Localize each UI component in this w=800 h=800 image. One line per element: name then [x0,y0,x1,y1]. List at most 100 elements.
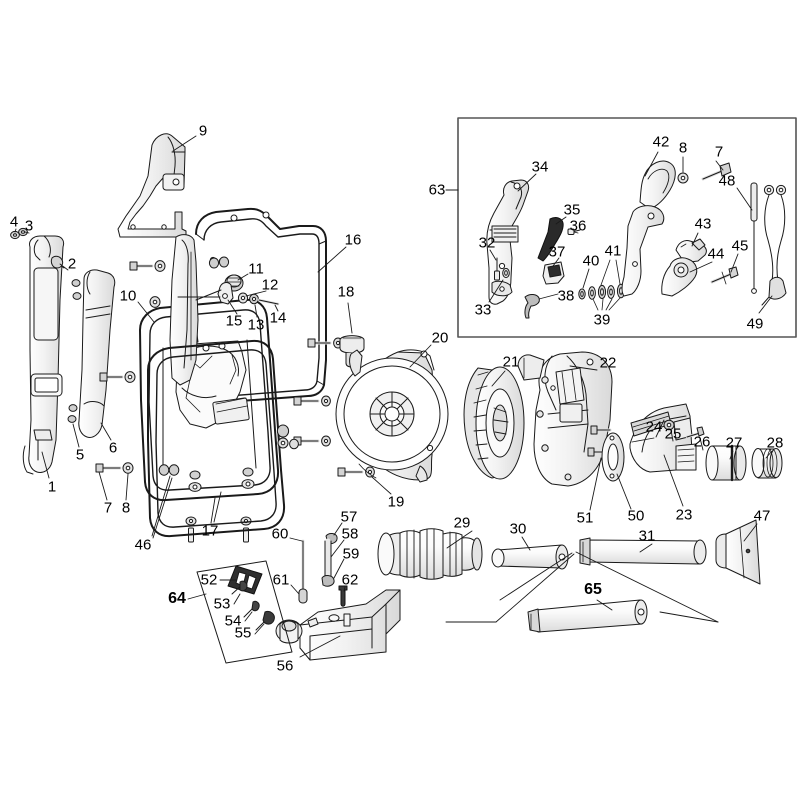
callout-15: 15 [225,312,243,330]
callout-27: 27 [725,434,743,452]
callout-59: 59 [342,545,360,563]
callout-4: 4 [9,213,19,231]
part-59-clamp-lower [321,575,335,587]
part-25-nut [663,419,675,431]
part-20-fan-housing [335,349,449,483]
part-15-clamp [177,282,234,305]
part-55-clip [255,611,275,631]
callout-16: 16 [344,231,362,249]
callout-10: 10 [119,287,137,305]
callout-33: 33 [474,301,492,319]
callout-65: 65 [584,581,602,598]
frame-fasteners-left [99,256,255,543]
part-21-impeller [463,366,525,480]
callout-37: 37 [548,243,566,261]
callout-13: 13 [247,316,265,334]
callout-31: 31 [638,527,656,545]
callout-5: 5 [75,446,85,464]
part-38-spring-clip [524,294,540,319]
part-8-washer-left [122,462,134,474]
callout-38: 38 [557,287,575,305]
part-40-washer [578,288,586,300]
callout-62: 62 [341,571,359,589]
part-5-screws [67,279,82,423]
part-36-pin [567,228,581,235]
callout-40: 40 [582,252,600,270]
callout-11: 11 [248,260,264,278]
callout-28: 28 [766,434,784,452]
mid-fasteners [276,337,375,478]
part-1-harness [22,235,65,475]
callout-29: 29 [453,514,471,532]
callout-46: 46 [134,536,152,554]
part-56-fuel-tank [275,589,401,661]
callout-63: 63 [428,181,446,199]
callout-36: 36 [569,217,587,235]
callout-49: 49 [746,315,764,333]
callout-14: 14 [269,309,287,327]
part-28-retainer-ring [751,448,783,479]
callout-61: 61 [272,571,290,589]
callout-2: 2 [67,255,77,273]
callout-57: 57 [340,508,358,526]
callout-47: 47 [753,507,771,525]
part-44-trigger-lever [661,257,698,297]
part-26-screw [685,426,705,439]
callout-7-boxed: 7 [714,143,724,161]
part-62-fuel-filter [338,585,348,607]
callout-44: 44 [707,245,725,263]
part-47-nozzle [715,519,761,585]
callout-41: 41 [604,242,622,260]
callout-32: 32 [478,234,496,252]
part-10-frame-uprights [169,234,199,386]
part-45-screw [710,266,739,285]
part-29-flexible-hose [377,528,483,580]
callout-23: 23 [675,506,693,524]
callout-55: 55 [234,624,252,642]
part-58-fuel-line [324,538,332,583]
callout-20: 20 [431,329,449,347]
part-13-nut [249,293,259,305]
part-61-fitting [298,588,308,604]
callout-3: 3 [24,217,34,235]
callout-19: 19 [387,493,405,511]
part-32-screw [494,257,500,281]
part-14-bolt [257,298,280,306]
callout-8-boxed: 8 [678,139,688,157]
callout-60: 60 [271,525,289,543]
part-31-blower-tube-long [579,537,707,566]
part-4-washer [10,230,20,240]
callout-64: 64 [168,590,186,607]
part-49-cable-end [761,184,787,306]
callout-52: 52 [200,571,218,589]
callout-8: 8 [121,499,131,517]
callout-53: 53 [213,595,231,613]
part-24-clamp [630,411,672,437]
part-7-bolt-left [95,463,122,473]
part-33-spacer [502,267,510,279]
part-9-upper-bracket [117,133,187,238]
part-48-cable-assembly [750,182,758,294]
callout-21: 21 [502,353,520,371]
part-7-bolt-boxed [701,162,732,181]
callout-48: 48 [718,172,736,190]
part-37-switch [542,261,565,285]
part-12-washer [237,292,249,304]
callout-51: 51 [576,509,594,527]
callout-17: 17 [201,522,219,540]
part-50-flange-gasket [601,432,625,482]
callout-1: 1 [47,478,57,496]
callout-22: 22 [599,354,617,372]
callout-39: 39 [593,311,611,329]
callout-30: 30 [509,520,527,538]
callout-26: 26 [693,433,711,451]
part-43-trigger-latch [675,238,707,263]
callout-50: 50 [627,507,645,525]
part-30-blower-tube-short [491,544,569,570]
callout-45: 45 [731,237,749,255]
part-6-back-pad [78,269,116,438]
callout-24: 24 [645,418,663,436]
callout-35: 35 [563,201,581,219]
part-65-tube-assembly-group [445,551,719,633]
